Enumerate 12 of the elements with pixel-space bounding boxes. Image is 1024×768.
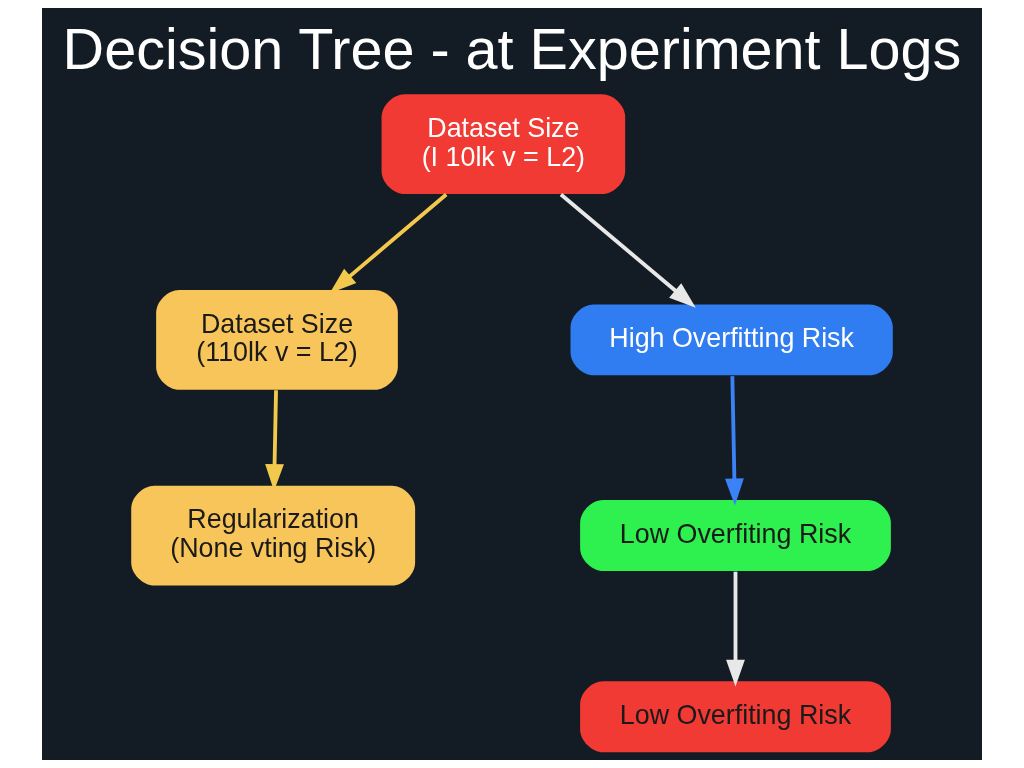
node-box: High Overfitting Risk	[570, 304, 893, 376]
arrow	[329, 193, 448, 294]
arrow	[726, 571, 745, 687]
node-box: Regularization (None vting Risk)	[131, 485, 416, 586]
node-box: Low Overfiting Risk	[580, 681, 891, 753]
diagram-title: Decision Tree - at Experiment Logs	[62, 17, 962, 82]
node-box: Low Overfiting Risk	[580, 500, 891, 572]
node-box: Dataset Size (I 10lk v = L2)	[381, 94, 626, 195]
arrow	[559, 193, 696, 308]
node-box: Dataset Size (110lk v = L2)	[156, 290, 398, 390]
arrow	[724, 376, 744, 506]
arrow	[265, 390, 284, 492]
